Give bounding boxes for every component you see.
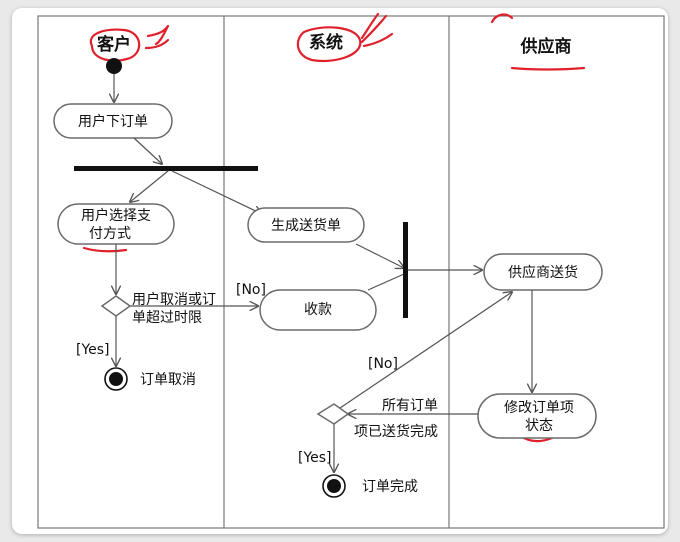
lane-header-supplier: 供应商 (520, 36, 572, 57)
decision-delivered-label-2: 项已送货完成 (354, 423, 438, 440)
final-node-cancelled-dot (109, 372, 123, 386)
activity-place-order-label: 用户下订单 (78, 113, 148, 130)
final-node-complete-dot (327, 479, 341, 493)
guard-no-mid: [No] (368, 356, 398, 372)
ink-underline-payment (82, 246, 128, 253)
edge-decision-to-supplier-loop (339, 292, 512, 409)
initial-node (106, 58, 122, 74)
ink-ring-system (296, 26, 362, 63)
ink-underline-supplier (510, 66, 586, 71)
activity-select-payment-label-2: 付方式 (89, 226, 131, 242)
diagram-card: 客户 系统 供应商 用户下订单 用户选择支 付方式 用户取消或订 单超过时限 [… (12, 8, 668, 534)
decision-delivered-label-1: 所有订单 (382, 398, 438, 414)
ink-underline-status (522, 436, 554, 443)
ink-arrow-customer (144, 24, 170, 50)
edge-delivery-to-join (355, 243, 404, 268)
activity-generate-delivery-label: 生成送货单 (271, 217, 341, 234)
edge-fork-to-delivery (171, 170, 262, 214)
guard-yes-bottom: [Yes] (298, 450, 332, 466)
lane-header-customer: 客户 (96, 34, 131, 55)
decision-cancel-timeout (100, 295, 132, 317)
activity-modify-status-label-2: 状态 (525, 418, 553, 434)
activity-place-order (53, 103, 173, 139)
lane-header-system: 系统 (309, 32, 343, 53)
swimlane-frame (37, 15, 665, 529)
activity-select-payment-label-1: 用户选择支 (81, 207, 151, 224)
activity-modify-status (477, 393, 597, 439)
edge-fork-to-payment (130, 170, 169, 202)
guard-yes-left: [Yes] (76, 342, 110, 358)
activity-collect-payment (259, 289, 377, 331)
activity-modify-status-label-1: 修改订单项 (504, 400, 574, 416)
final-complete-label: 订单完成 (362, 479, 418, 495)
ink-ring-customer (89, 28, 141, 62)
activity-collect-payment-label: 收款 (304, 302, 332, 318)
fork-bar-1 (74, 166, 258, 171)
ink-arrow-system (360, 12, 394, 48)
activity-diagram: 客户 系统 供应商 用户下订单 用户选择支 付方式 用户取消或订 单超过时限 [… (37, 12, 665, 529)
activity-generate-delivery (247, 207, 365, 243)
ink-mark-supplier-top (490, 13, 514, 24)
edge-collect-to-join (367, 273, 405, 291)
edge-order-to-fork (133, 137, 162, 164)
join-bar (403, 222, 408, 318)
decision-cancel-label-1: 用户取消或订 (132, 291, 216, 308)
decision-cancel-label-2: 单超过时限 (132, 310, 202, 326)
final-cancelled-label: 订单取消 (140, 372, 196, 388)
guard-no-top: [No] (236, 282, 266, 298)
decision-all-delivered (316, 403, 350, 425)
activity-supplier-delivery (483, 253, 603, 291)
activity-supplier-delivery-label: 供应商送货 (508, 264, 578, 281)
